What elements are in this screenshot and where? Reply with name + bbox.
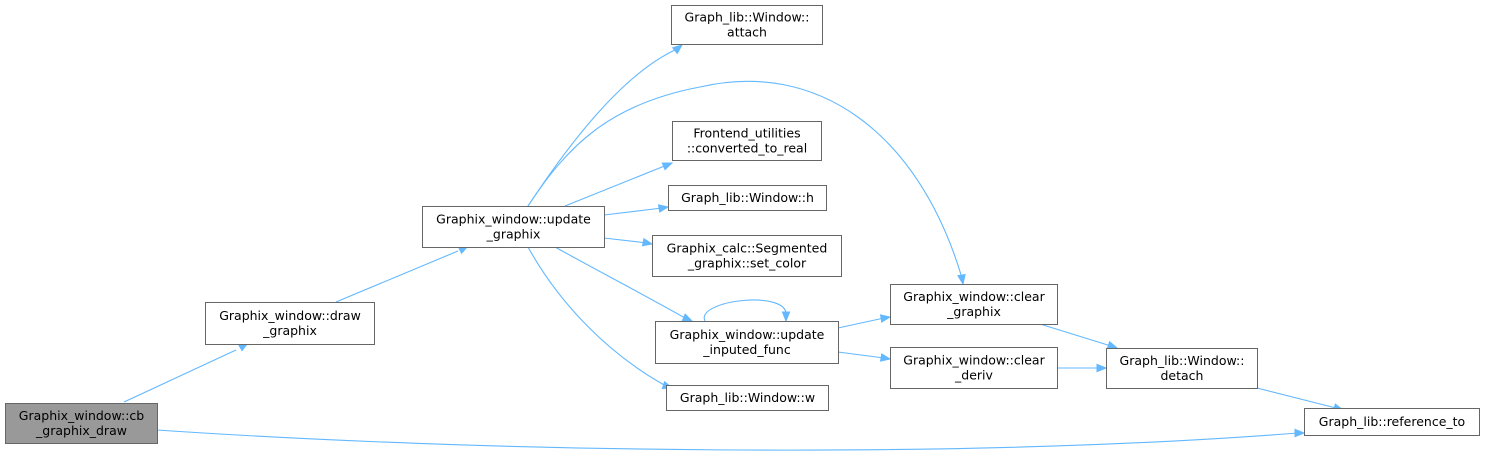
- node-update-graphix[interactable]: Graphix_window::update_graphix: [422, 206, 605, 248]
- nodes-layer: Graphix_window::cb_graphix_drawGraphix_w…: [5, 5, 1480, 444]
- edge-line: [837, 317, 885, 329]
- arrowhead: [1106, 340, 1119, 350]
- node-update-inputed-func[interactable]: Graphix_window::update_inputed_func: [655, 321, 839, 364]
- edge-line: [527, 48, 678, 207]
- edge-line: [123, 349, 237, 403]
- node-detach[interactable]: Graph_lib::Window::detach: [1106, 348, 1258, 389]
- node-box: [5, 403, 158, 444]
- node-label-line: Graphix_window::clear: [903, 289, 1045, 304]
- node-attach[interactable]: Graph_lib::Window::attach: [671, 5, 823, 45]
- arrowhead: [1294, 428, 1306, 438]
- node-label-line: Graphix_window::update: [436, 212, 591, 227]
- node-clear-deriv[interactable]: Graphix_window::clear_deriv: [890, 347, 1058, 389]
- arrowhead: [657, 204, 670, 213]
- node-converted-to-real[interactable]: Frontend_utilities::converted_to_real: [672, 121, 822, 161]
- arrowhead: [781, 311, 791, 323]
- node-label-line: attach: [727, 25, 767, 40]
- edge-cb_graphix_draw-to-reference_to: [156, 428, 1306, 451]
- node-label-line: Graph_lib::Window::: [1120, 353, 1245, 368]
- node-box: [672, 121, 822, 161]
- node-label-line: _graphix_draw: [35, 423, 127, 438]
- node-label-line: Graph_lib::Window::w: [680, 390, 815, 405]
- node-label-line: Graph_lib::Window::h: [681, 190, 814, 205]
- node-label-line: detach: [1161, 368, 1204, 383]
- edge-update_graphix-to-clear_graphix: [527, 80, 966, 286]
- node-label-line: _graphix: [486, 227, 541, 242]
- edge-line: [527, 246, 667, 387]
- edge-update_inputed_func-to-clear_deriv: [837, 351, 892, 362]
- edge-update_graphix-to-update_inputed_func: [554, 246, 694, 322]
- edge-update_graphix-to-converted_to_real: [564, 162, 674, 207]
- node-clear-graphix[interactable]: Graphix_window::clear_graphix: [890, 284, 1058, 325]
- node-label-line: Graph_lib::reference_to: [1319, 414, 1465, 429]
- edge-line: [603, 237, 648, 244]
- node-cb-graphix-draw[interactable]: Graphix_window::cb_graphix_draw: [5, 403, 158, 444]
- node-box: [890, 347, 1058, 389]
- edge-update_graphix-to-window_h: [603, 204, 670, 216]
- node-label-line: Frontend_utilities: [693, 126, 800, 141]
- node-label-line: _graphix: [262, 323, 317, 338]
- edge-update_graphix-to-set_color: [603, 237, 654, 247]
- node-label-line: _graphix::set_color: [687, 256, 807, 271]
- node-box: [666, 385, 829, 411]
- edge-line: [703, 299, 787, 322]
- edge-line: [603, 207, 663, 216]
- node-label-line: Graph_lib::Window::: [685, 10, 810, 25]
- node-label-line: Graphix_window::cb: [19, 408, 144, 423]
- node-box: [1304, 408, 1480, 436]
- node-label-line: _inputed_func: [702, 342, 791, 357]
- edge-update_graphix-to-window_w: [527, 246, 674, 390]
- node-label-line: Graphix_window::update: [670, 327, 825, 342]
- edge-line: [564, 164, 668, 207]
- edge-clear_deriv-to-detach: [1057, 363, 1108, 373]
- node-box: [671, 5, 823, 45]
- arrowhead: [879, 353, 892, 362]
- node-label-line: _graphix: [946, 304, 1001, 319]
- node-window-h[interactable]: Graph_lib::Window::h: [668, 185, 827, 211]
- arrowhead: [641, 237, 654, 247]
- edge-line: [335, 250, 459, 303]
- arrowhead: [681, 313, 694, 322]
- node-box: [205, 302, 375, 345]
- edge-line: [156, 429, 1299, 451]
- edge-line: [1039, 323, 1112, 347]
- arrowhead: [957, 273, 966, 286]
- edges-layer: [123, 44, 1345, 451]
- edge-clear_graphix-to-detach: [1039, 323, 1119, 350]
- node-box: [422, 206, 605, 248]
- edge-update_inputed_func-to-update_inputed_func: [703, 299, 791, 323]
- node-draw-graphix[interactable]: Graphix_window::draw_graphix: [205, 302, 375, 345]
- edge-line: [1256, 387, 1337, 409]
- edge-cb_graphix_draw-to-draw_graphix: [123, 342, 250, 403]
- edge-draw_graphix-to-update_graphix: [335, 245, 470, 303]
- node-label-line: Graphix_calc::Segmented: [667, 241, 828, 256]
- edge-line: [554, 246, 686, 319]
- arrowhead: [879, 314, 892, 323]
- node-label-line: Graphix_window::clear: [903, 353, 1045, 368]
- edge-update_inputed_func-to-clear_graphix: [837, 314, 892, 329]
- node-box: [1106, 348, 1258, 389]
- node-label-line: _deriv: [954, 368, 993, 383]
- node-box: [890, 284, 1058, 325]
- node-label-line: ::converted_to_real: [687, 141, 807, 156]
- node-box: [655, 321, 839, 364]
- node-label-line: Graphix_window::draw: [219, 308, 361, 323]
- node-box: [668, 185, 827, 211]
- node-set-color[interactable]: Graphix_calc::Segmented_graphix::set_col…: [652, 235, 842, 277]
- edge-detach-to-reference_to: [1256, 387, 1345, 412]
- arrowhead: [671, 44, 684, 55]
- node-window-w[interactable]: Graph_lib::Window::w: [666, 385, 829, 411]
- edge-line: [837, 351, 885, 359]
- arrowhead: [661, 162, 674, 171]
- arrowhead: [1096, 363, 1108, 373]
- edge-update_graphix-to-attach: [527, 44, 684, 207]
- node-reference-to[interactable]: Graph_lib::reference_to: [1304, 408, 1480, 436]
- edge-line: [527, 80, 963, 279]
- node-box: [652, 235, 842, 277]
